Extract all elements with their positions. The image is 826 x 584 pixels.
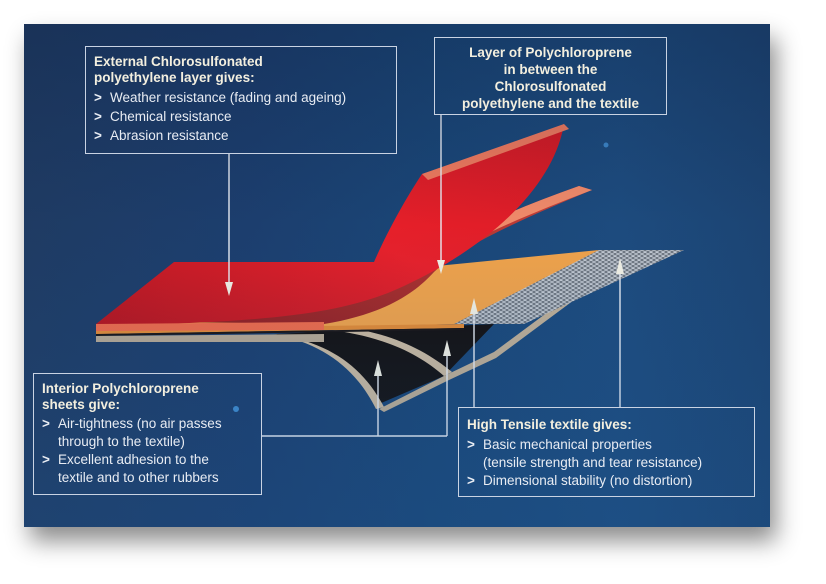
benefit-item: >Weather resistance (fading and ageing): [94, 90, 347, 105]
callout-title: High Tensile textile gives:: [467, 417, 632, 432]
callout-textile: High Tensile textile gives: >Basic mecha…: [458, 407, 755, 497]
diagram-frame: External Chlorosulfonated polyethylene l…: [24, 24, 770, 527]
callout-middle-layer: Layer of Polychloroprene in between the …: [434, 37, 667, 115]
bullet-marker: >: [467, 473, 475, 488]
benefit-item: >Dimensional stability (no distortion): [467, 473, 693, 488]
callout-title: polyethylene layer gives:: [94, 70, 255, 85]
outer-chlorosulfonated-layer: [96, 124, 569, 331]
callout-title: sheets give:: [42, 397, 121, 412]
callout-external-layer: External Chlorosulfonated polyethylene l…: [85, 46, 397, 154]
benefit-item: >Basic mechanical properties(tensile str…: [467, 437, 703, 470]
bullet-marker: >: [94, 128, 102, 143]
bullet-marker: >: [467, 437, 475, 452]
callout-interior-sheets: Interior Polychloroprene sheets give: >A…: [33, 373, 262, 495]
layer-illustration: [96, 115, 684, 437]
bullet-marker: >: [94, 90, 102, 105]
bullet-marker: >: [42, 452, 50, 467]
callout-title: Interior Polychloroprene: [42, 381, 199, 396]
benefit-item: >Abrasion resistance: [94, 128, 229, 143]
benefit-item: >Chemical resistance: [94, 109, 232, 124]
callout-connectors: [225, 115, 624, 437]
bullet-marker: >: [94, 109, 102, 124]
bullet-marker: >: [42, 416, 50, 431]
callout-title: External Chlorosulfonated: [94, 54, 263, 69]
